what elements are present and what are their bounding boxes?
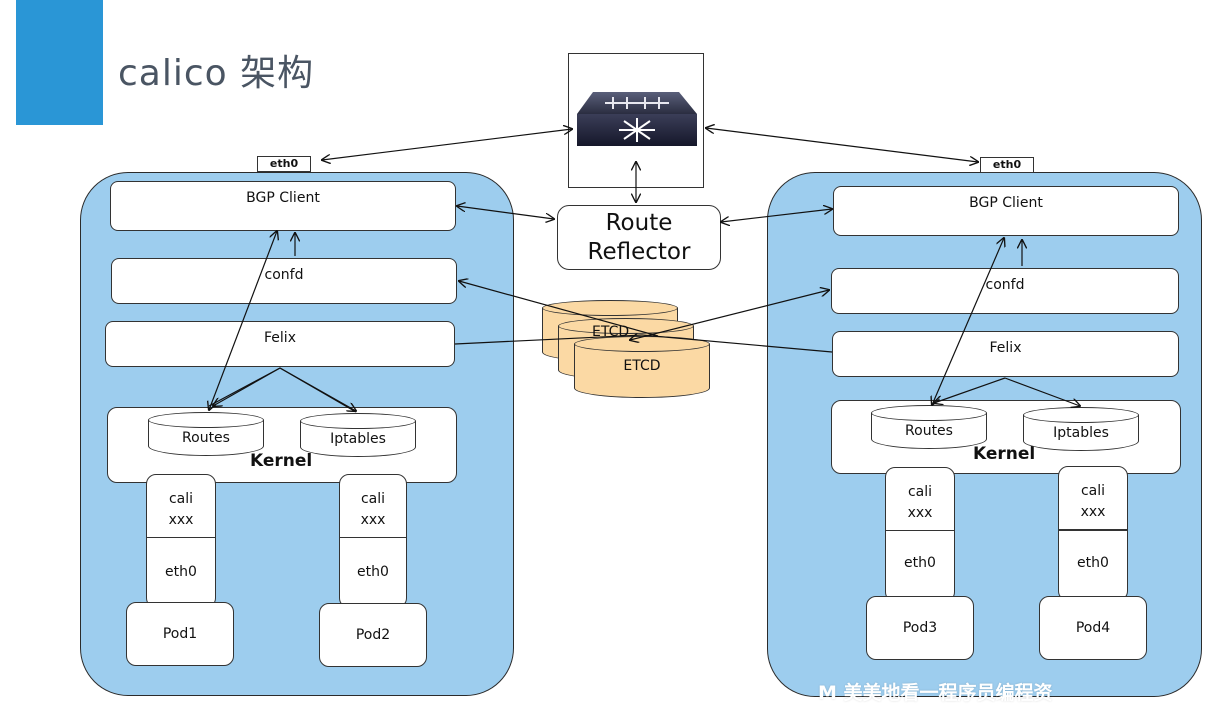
veth-name: cali bbox=[168, 491, 194, 507]
link-left-felix-etcd bbox=[454, 334, 643, 345]
veth-suffix: xxx bbox=[360, 512, 386, 528]
left-veth-pod2: cali xxx eth0 bbox=[339, 474, 407, 608]
pod3-box: Pod3 bbox=[866, 596, 974, 660]
route-reflector-node: Route Reflector bbox=[557, 205, 721, 270]
veth-name: cali bbox=[907, 484, 933, 500]
left-iptables-store: Iptables bbox=[300, 413, 416, 457]
pod1-box: Pod1 bbox=[126, 602, 234, 666]
right-iptables-store: Iptables bbox=[1023, 407, 1139, 451]
right-host-eth0-tag: eth0 bbox=[980, 157, 1034, 173]
pod-eth0-label: eth0 bbox=[1077, 555, 1109, 571]
left-felix: Felix bbox=[105, 321, 455, 367]
pod4-box: Pod4 bbox=[1039, 596, 1147, 660]
veth-name: cali bbox=[1080, 483, 1106, 499]
link-left-bgp-routes bbox=[209, 231, 277, 410]
left-host-eth0-tag: eth0 bbox=[257, 156, 311, 172]
left-routes-label: Routes bbox=[182, 430, 230, 446]
right-routes-label: Routes bbox=[905, 423, 953, 439]
accent-bar bbox=[16, 0, 103, 125]
link-right-bgp-routes bbox=[932, 238, 1004, 405]
link-left-felix-tree bbox=[208, 367, 357, 413]
router-node bbox=[568, 53, 704, 188]
pod-eth0-label: eth0 bbox=[357, 564, 389, 580]
left-iptables-label: Iptables bbox=[330, 431, 386, 447]
link-left-eth0-router bbox=[322, 129, 572, 160]
link-left-bgp-rr bbox=[457, 206, 554, 219]
etcd-label-front: ETCD bbox=[623, 358, 661, 374]
footer-watermark: M 美美地看一程序员编程资 bbox=[818, 682, 1053, 704]
left-bgp-client: BGP Client bbox=[110, 181, 456, 231]
left-kernel-label: Kernel bbox=[250, 451, 313, 471]
link-router-right-eth0 bbox=[706, 128, 978, 162]
veth-name: cali bbox=[360, 491, 386, 507]
route-reflector-line2: Reflector bbox=[587, 238, 691, 265]
left-routes-store: Routes bbox=[148, 412, 264, 456]
veth-suffix: xxx bbox=[168, 512, 194, 528]
pod-eth0-label: eth0 bbox=[165, 564, 197, 580]
page-title: calico 架构 bbox=[118, 53, 315, 94]
right-kernel-label: Kernel bbox=[973, 444, 1036, 464]
link-left-confd-etcd bbox=[459, 281, 659, 337]
network-switch-icon bbox=[577, 92, 697, 146]
veth-suffix: xxx bbox=[1080, 504, 1106, 520]
link-rr-right-bgp bbox=[721, 209, 832, 222]
right-routes-store: Routes bbox=[871, 405, 987, 449]
pod-eth0-label: eth0 bbox=[904, 555, 936, 571]
left-confd: confd bbox=[111, 258, 457, 304]
right-bgp-client: BGP Client bbox=[833, 186, 1179, 236]
etcd-store-front: ETCD bbox=[574, 336, 710, 398]
right-iptables-label: Iptables bbox=[1053, 425, 1109, 441]
route-reflector-line1: Route bbox=[605, 209, 673, 236]
right-veth-pod4: cali xxx eth0 bbox=[1058, 466, 1128, 601]
link-etcd-right-felix bbox=[641, 334, 833, 353]
pod2-box: Pod2 bbox=[319, 603, 427, 667]
veth-suffix: xxx bbox=[907, 505, 933, 521]
link-etcd-right-confd bbox=[630, 290, 829, 340]
right-veth-pod3: cali xxx eth0 bbox=[885, 467, 955, 602]
